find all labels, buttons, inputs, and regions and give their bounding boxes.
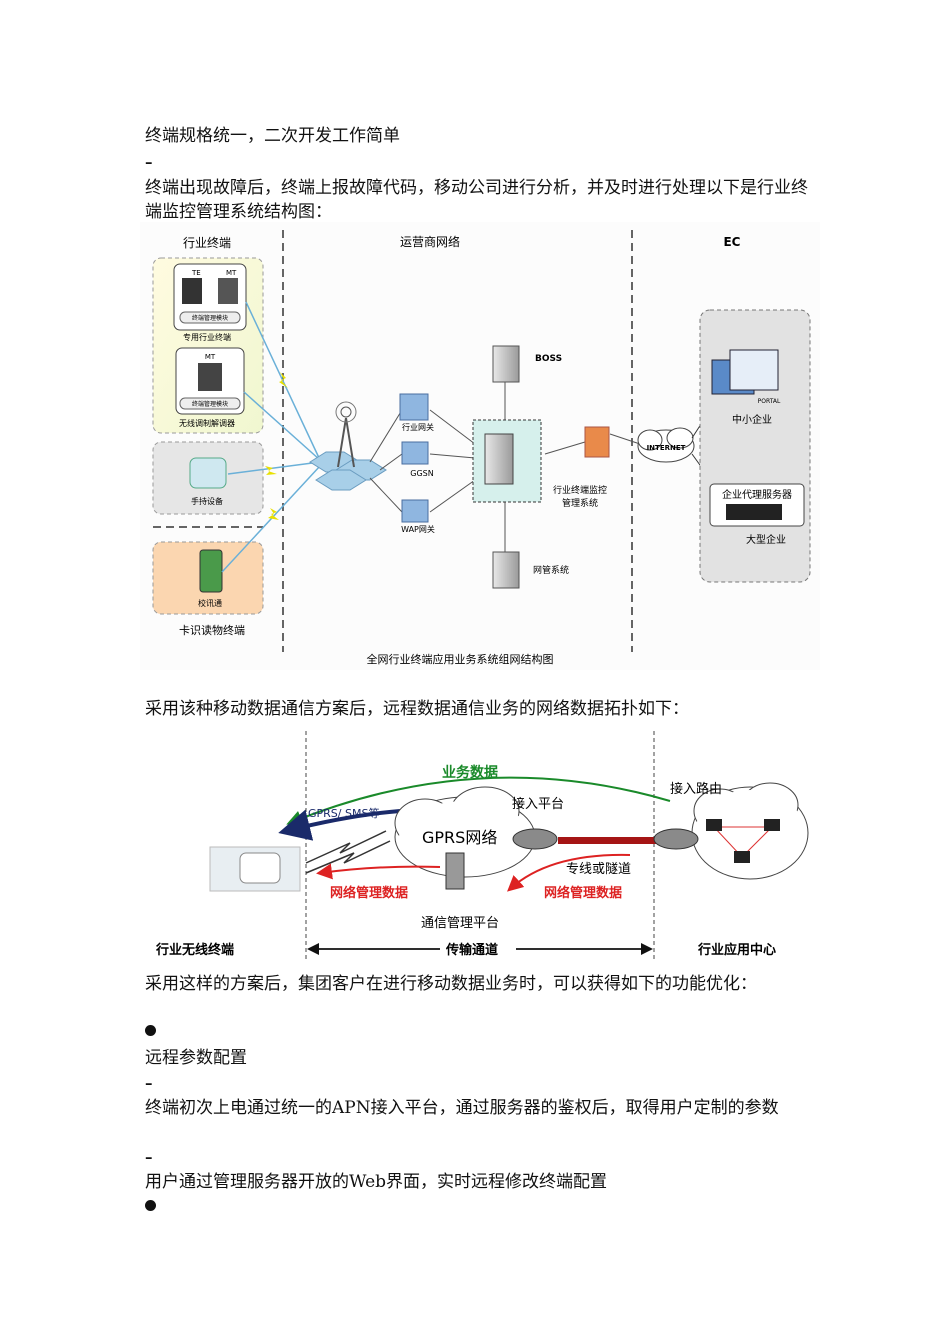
modem-device-icon	[198, 363, 222, 391]
comm-platform-label: 通信管理平台	[421, 916, 499, 931]
te-device-icon	[182, 278, 202, 304]
ggsn-label: GGSN	[410, 469, 433, 478]
bullet-2	[145, 1200, 156, 1211]
paragraph-6: 终端初次上电通过统一的APN接入平台，通过服务器的鉴权后，取得用户定制的参数	[145, 1098, 779, 1118]
leased-line-label: 专线或隧道	[566, 861, 631, 877]
access-platform-router-icon	[512, 828, 558, 850]
app-center-cloud-icon	[691, 782, 809, 880]
large-enterprise-label: 大型企业	[746, 533, 786, 546]
handheld-label: 手持设备	[191, 496, 223, 506]
mgmt-module-2-label: 终端管理模块	[192, 400, 228, 408]
boss-label: BOSS	[535, 354, 562, 364]
wap-gateway-icon	[401, 499, 429, 523]
col-ec-label: EC	[723, 235, 740, 249]
industry-gateway-icon	[399, 393, 429, 421]
base-station-icon	[309, 401, 387, 491]
leased-line-bar	[558, 837, 658, 844]
nm-data-right-label: 网络管理数据	[544, 885, 622, 901]
ggsn-icon	[401, 441, 429, 465]
portal-label: PORTAL	[758, 398, 781, 405]
paragraph-4: 采用这样的方案后，集团客户在进行移动数据业务时，可以获得如下的功能优化：	[145, 974, 757, 994]
access-router-icon	[653, 828, 699, 850]
te-label: TE	[191, 269, 201, 277]
bullet-1	[145, 1025, 156, 1036]
transmission-label: 传输通道	[445, 942, 498, 958]
monitor-system-label: 行业终端监控	[553, 484, 607, 496]
paragraph-7: 用户通过管理服务器开放的Web界面，实时远程修改终端配置	[145, 1172, 608, 1192]
dedicated-terminal-label: 专用行业终端	[183, 332, 231, 342]
gprs-cloud-icon	[394, 786, 536, 878]
access-platform-label: 接入平台	[512, 796, 564, 812]
internet-label: INTERNET	[647, 444, 686, 452]
gprs-sms-label: GPRS/ SMS等	[308, 806, 379, 820]
gateway-links	[369, 382, 641, 552]
sme-label: 中小企业	[732, 413, 772, 426]
mt-label: MT	[226, 269, 237, 277]
paragraph-2: 终端出现故障后，终端上报故障代码，移动公司进行分析，并及时进行处理以下是行业终端…	[145, 178, 808, 222]
pc-icon-2	[764, 819, 780, 831]
nm-data-arrow-right	[507, 853, 631, 892]
nms-label: 网管系统	[533, 564, 569, 576]
pc-icon-1	[706, 819, 722, 831]
nms-server-icon	[492, 551, 520, 589]
lightning-icons	[265, 372, 288, 520]
topology-diagram: 业务数据 GPRS/ SMS等 GPRS网络 接入平台 专线或隧道 接入路由 网…	[155, 731, 809, 959]
mt2-label: MT	[205, 353, 216, 361]
col-operator-label: 运营商网络	[400, 234, 460, 249]
wap-gateway-label: WAP网关	[401, 524, 435, 534]
comm-platform-server-icon	[445, 852, 465, 890]
wireless-zigzag	[305, 830, 391, 874]
transmission-label-bg	[440, 939, 516, 959]
figure1-caption: 全网行业终端应用业务系统组网结构图	[367, 652, 554, 666]
industry-gateway-label: 行业网关	[402, 422, 434, 432]
paragraph-5: 远程参数配置	[145, 1048, 247, 1068]
dash-3: –	[145, 1148, 153, 1166]
internet-cloud-icon	[637, 427, 695, 463]
nm-data-left-label: 网络管理数据	[330, 885, 408, 901]
campus-card-label: 校讯通	[198, 598, 222, 608]
terminal-device-icon	[239, 852, 281, 884]
card-reader-label: 卡识读物终端	[179, 623, 245, 637]
dash-1: –	[145, 153, 153, 171]
business-data-arrow	[286, 776, 671, 826]
dash-2: –	[145, 1074, 153, 1092]
firewall-icon	[584, 426, 610, 458]
handheld-icon	[189, 457, 227, 489]
mt-device-icon	[218, 278, 238, 304]
monitor-system-label-2: 管理系统	[562, 497, 598, 509]
campus-phone-icon	[199, 549, 223, 593]
access-router-label: 接入路由	[670, 781, 722, 797]
mgmt-module-2	[179, 397, 241, 410]
paragraph-3: 采用该种移动数据通信方案后，远程数据通信业务的网络数据拓扑如下：	[145, 699, 689, 719]
wireless-terminal-label: 行业无线终端	[155, 942, 234, 958]
rack-server-icon	[726, 504, 782, 520]
app-center-label: 行业应用中心	[697, 942, 776, 958]
agent-server-label: 企业代理服务器	[722, 488, 792, 501]
pc-icon-3	[734, 851, 750, 863]
mgmt-module-1-label: 终端管理模块	[192, 314, 228, 322]
gprs-link-line	[278, 809, 401, 841]
architecture-diagram: 行业终端 运营商网络 EC TE MT 终端管理模块 专用行业终端 MT 终端管…	[140, 222, 820, 670]
mgmt-module-1	[179, 311, 241, 324]
gprs-network-label: GPRS网络	[422, 828, 497, 847]
boss-server-icon	[492, 345, 520, 383]
portal-screen-2	[729, 349, 779, 391]
wireless-modem-label: 无线调制解调器	[179, 418, 235, 428]
col-terminal-label: 行业终端	[183, 235, 231, 250]
business-data-label: 业务数据	[442, 764, 498, 781]
wireless-links	[221, 301, 321, 573]
paragraph-1: 终端规格统一，二次开发工作简单	[145, 126, 400, 146]
nm-data-arrow-left	[316, 863, 441, 880]
monitor-server-icon	[484, 433, 514, 485]
